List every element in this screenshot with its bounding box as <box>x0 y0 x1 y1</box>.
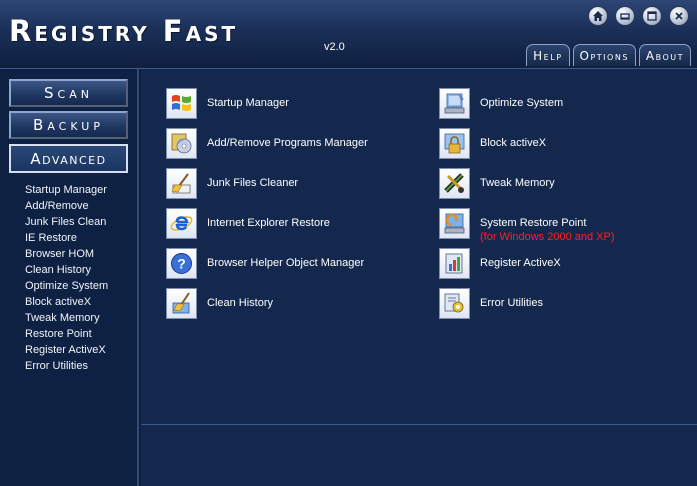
about-tab[interactable]: About <box>638 44 691 66</box>
optimize-system-icon <box>444 93 465 114</box>
close-button[interactable] <box>669 6 689 26</box>
cd-box-icon <box>171 133 192 154</box>
feature-add-remove-programs[interactable]: Add/Remove Programs Manager <box>166 128 368 159</box>
sidebar-item-optimize-system[interactable]: Optimize System <box>25 280 109 292</box>
advanced-button[interactable]: Advanced <box>9 144 128 173</box>
feature-junk-files-cleaner[interactable]: Junk Files Cleaner <box>166 168 298 199</box>
feature-startup-manager[interactable]: Startup Manager <box>166 88 289 119</box>
sidebar-item-browser-hom[interactable]: Browser HOM <box>25 248 95 260</box>
feature-label: Browser Helper Object Manager <box>207 257 365 269</box>
lock-icon <box>444 133 465 154</box>
feature-optimize-system[interactable]: Optimize System <box>439 88 563 119</box>
feature-label: Internet Explorer Restore <box>207 217 330 229</box>
feature-block-activex[interactable]: Block activeX <box>439 128 546 159</box>
feature-label: Add/Remove Programs Manager <box>207 137 368 149</box>
app-title: Registry Fast <box>9 14 239 48</box>
maximize-button[interactable] <box>642 6 662 26</box>
sidebar-item-error-utilities[interactable]: Error Utilities <box>25 360 88 372</box>
panel-divider <box>141 424 697 425</box>
error-utilities-icon <box>444 293 464 313</box>
svg-text:?: ? <box>177 256 186 272</box>
title-bar: Registry Fast v2.0 Help Optio <box>0 0 697 69</box>
feature-label: Clean History <box>207 297 274 309</box>
broom-icon <box>171 173 191 194</box>
close-icon <box>675 12 683 20</box>
window-controls <box>588 6 689 26</box>
feature-clean-history[interactable]: Clean History <box>166 288 273 319</box>
main-panel: Startup Manager Add/Remove Programs Mana… <box>141 69 697 486</box>
feature-ie-restore[interactable]: Internet Explorer Restore <box>166 208 330 239</box>
register-activex-icon <box>445 253 463 274</box>
clean-history-icon <box>172 292 190 314</box>
sidebar-item-tweak-memory[interactable]: Tweak Memory <box>25 312 100 324</box>
sidebar-item-junk-files[interactable]: Junk Files Clean <box>25 216 107 228</box>
feature-label: Error Utilities <box>480 297 543 309</box>
feature-system-restore-point[interactable]: System Restore Point (for Windows 2000 a… <box>439 208 615 243</box>
memory-chip-icon <box>444 173 464 193</box>
feature-label: Junk Files Cleaner <box>207 177 299 189</box>
sidebar-item-add-remove[interactable]: Add/Remove <box>25 200 89 212</box>
sidebar-item-startup-manager[interactable]: Startup Manager <box>25 184 107 196</box>
help-tab[interactable]: Help <box>526 44 570 66</box>
sidebar-item-clean-history[interactable]: Clean History <box>25 264 92 276</box>
sidebar: Scan Backup Advanced Startup Manager Add… <box>0 69 139 486</box>
minimize-button[interactable] <box>615 6 635 26</box>
top-menu: Help Options About <box>523 44 691 66</box>
sidebar-item-block-activex[interactable]: Block activeX <box>25 296 92 308</box>
maximize-icon <box>647 11 657 21</box>
home-button[interactable] <box>588 6 608 26</box>
advanced-submenu: Startup Manager Add/Remove Junk Files Cl… <box>25 182 108 374</box>
windows-logo-icon <box>172 95 191 111</box>
feature-register-activex[interactable]: Register ActiveX <box>439 248 561 279</box>
feature-label: Tweak Memory <box>480 177 555 189</box>
internet-explorer-icon <box>170 216 193 231</box>
feature-label: Optimize System <box>480 97 564 109</box>
scan-button[interactable]: Scan <box>9 79 128 107</box>
sidebar-item-register-activex[interactable]: Register ActiveX <box>25 344 106 356</box>
sidebar-item-ie-restore[interactable]: IE Restore <box>25 232 77 244</box>
options-tab[interactable]: Options <box>572 44 636 66</box>
feature-label: Startup Manager <box>207 97 289 109</box>
feature-error-utilities[interactable]: Error Utilities <box>439 288 543 319</box>
feature-label: Block activeX <box>480 137 547 149</box>
app-version: v2.0 <box>324 41 345 53</box>
home-icon <box>593 11 603 21</box>
feature-label: System Restore Point <box>480 217 587 229</box>
question-icon: ? <box>171 253 192 274</box>
minimize-icon <box>620 13 630 20</box>
feature-tweak-memory[interactable]: Tweak Memory <box>439 168 555 199</box>
restore-point-icon <box>444 213 465 234</box>
feature-label: Register ActiveX <box>480 257 561 269</box>
feature-bho-manager[interactable]: ? Browser Helper Object Manager <box>166 248 364 279</box>
sidebar-item-restore-point[interactable]: Restore Point <box>25 328 92 340</box>
feature-note: (for Windows 2000 and XP) <box>480 231 615 243</box>
backup-button[interactable]: Backup <box>9 111 128 139</box>
